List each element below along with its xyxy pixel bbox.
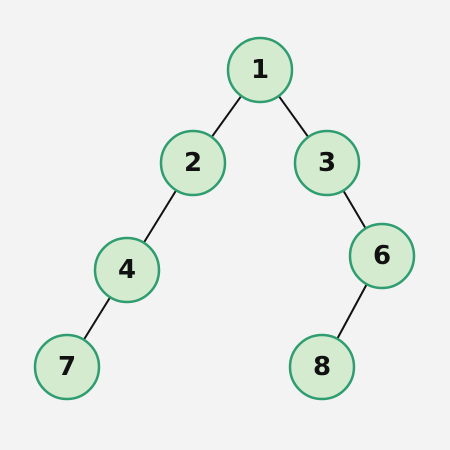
node-circle <box>288 333 356 401</box>
tree-node-6: 6 <box>348 222 416 290</box>
node-circle <box>159 129 227 197</box>
node-label: 3 <box>318 148 336 178</box>
tree-node-2: 2 <box>159 129 227 197</box>
node-label: 2 <box>184 148 202 178</box>
node-circle <box>33 333 101 401</box>
node-label: 4 <box>118 255 136 285</box>
tree-node-8: 8 <box>288 333 356 401</box>
node-circle <box>226 36 294 104</box>
node-circle <box>348 222 416 290</box>
edge-1-3 <box>277 95 310 138</box>
edge-6-8 <box>336 283 368 340</box>
node-label: 8 <box>313 352 331 382</box>
node-label: 1 <box>251 55 269 85</box>
node-label: 6 <box>373 241 391 271</box>
edges-layer <box>82 95 368 341</box>
tree-node-3: 3 <box>293 129 361 197</box>
edge-3-6 <box>342 190 367 229</box>
node-circle <box>293 129 361 197</box>
edge-2-4 <box>142 189 178 244</box>
edge-4-7 <box>82 296 112 341</box>
tree-node-1: 1 <box>226 36 294 104</box>
node-circle <box>93 236 161 304</box>
edge-1-2 <box>210 95 243 138</box>
tree-node-4: 4 <box>93 236 161 304</box>
tree-node-7: 7 <box>33 333 101 401</box>
nodes-layer: 1 2 3 4 6 7 8 <box>33 36 416 401</box>
node-label: 7 <box>58 352 76 382</box>
